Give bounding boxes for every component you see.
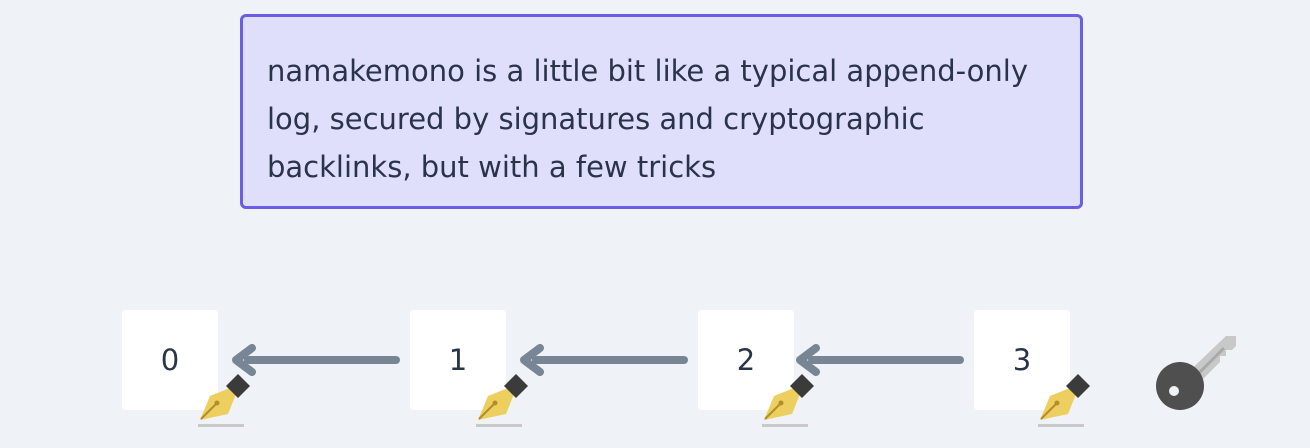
- key-icon: [1156, 336, 1236, 410]
- callout-text: namakemono is a little bit like a typica…: [267, 54, 1028, 184]
- entry-label: 0: [160, 343, 180, 377]
- backlink-arrow: [232, 344, 400, 376]
- pen-icon: [1038, 374, 1090, 427]
- log-entry-1: 1: [410, 310, 506, 410]
- callout-box: namakemono is a little bit like a typica…: [240, 14, 1083, 209]
- entry-label: 1: [448, 343, 468, 377]
- backlink-arrow: [796, 344, 964, 376]
- pen-icon: [476, 374, 528, 427]
- log-entry-0: 0: [122, 310, 218, 410]
- log-entry-3: 3: [974, 310, 1070, 410]
- pen-icon: [198, 374, 250, 427]
- entry-label: 3: [1012, 343, 1032, 377]
- pen-icon: [762, 374, 814, 427]
- backlink-arrow: [520, 344, 688, 376]
- log-entry-2: 2: [698, 310, 794, 410]
- entry-label: 2: [736, 343, 756, 377]
